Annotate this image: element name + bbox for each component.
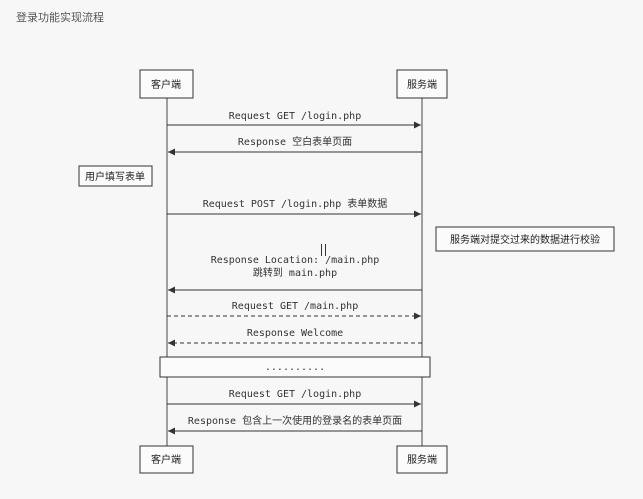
client-participant-bottom: 客户端 bbox=[139, 445, 194, 474]
svg-text:Response 空白表单页面: Response 空白表单页面 bbox=[238, 135, 352, 148]
message-response-blank-form: Response 空白表单页面 bbox=[168, 135, 422, 156]
svg-text:跳转到 main.php: 跳转到 main.php bbox=[253, 266, 337, 279]
page-title: 登录功能实现流程 bbox=[16, 11, 104, 24]
message-request-post-login: Request POST /login.php 表单数据 bbox=[167, 197, 421, 218]
svg-text:Request POST /login.php 表单数据: Request POST /login.php 表单数据 bbox=[203, 197, 388, 210]
server-participant-top: 服务端 bbox=[396, 69, 448, 99]
svg-text:..........: .......... bbox=[265, 362, 325, 373]
svg-text:服务端: 服务端 bbox=[407, 453, 437, 466]
server-participant-bottom: 服务端 bbox=[396, 445, 448, 474]
svg-text:客户端: 客户端 bbox=[151, 453, 181, 466]
svg-text:服务端: 服务端 bbox=[407, 78, 437, 91]
message-request-get-login-again: Request GET /login.php bbox=[167, 389, 421, 408]
note-user-fill: 用户填写表单 bbox=[78, 165, 153, 187]
svg-text:客户端: 客户端 bbox=[151, 78, 181, 91]
message-request-get-main: Request GET /main.php bbox=[167, 301, 421, 320]
message-response-welcome: Response Welcome bbox=[168, 328, 422, 347]
svg-text:服务端对提交过来的数据进行校验: 服务端对提交过来的数据进行校验 bbox=[450, 233, 600, 246]
client-participant-top: 客户端 bbox=[139, 69, 194, 99]
divider-separator: .......... bbox=[159, 356, 431, 378]
text-cursor-icon bbox=[321, 244, 326, 256]
note-server-check: 服务端对提交过来的数据进行校验 bbox=[435, 226, 615, 252]
message-response-prefilled-form: Response 包含上一次使用的登录名的表单页面 bbox=[168, 414, 422, 435]
svg-text:Response 包含上一次使用的登录名的表单页面: Response 包含上一次使用的登录名的表单页面 bbox=[188, 414, 402, 427]
svg-text:Response Location: /main.php: Response Location: /main.php bbox=[211, 255, 380, 266]
svg-text:Response Welcome: Response Welcome bbox=[247, 328, 343, 339]
svg-text:Request GET /login.php: Request GET /login.php bbox=[229, 389, 361, 400]
svg-text:用户填写表单: 用户填写表单 bbox=[85, 170, 145, 183]
svg-text:Request GET /main.php: Request GET /main.php bbox=[232, 301, 358, 312]
message-request-get-login: Request GET /login.php bbox=[167, 111, 421, 129]
message-response-location: Response Location: /main.php 跳转到 main.ph… bbox=[168, 255, 422, 294]
svg-text:Request GET /login.php: Request GET /login.php bbox=[229, 111, 361, 122]
